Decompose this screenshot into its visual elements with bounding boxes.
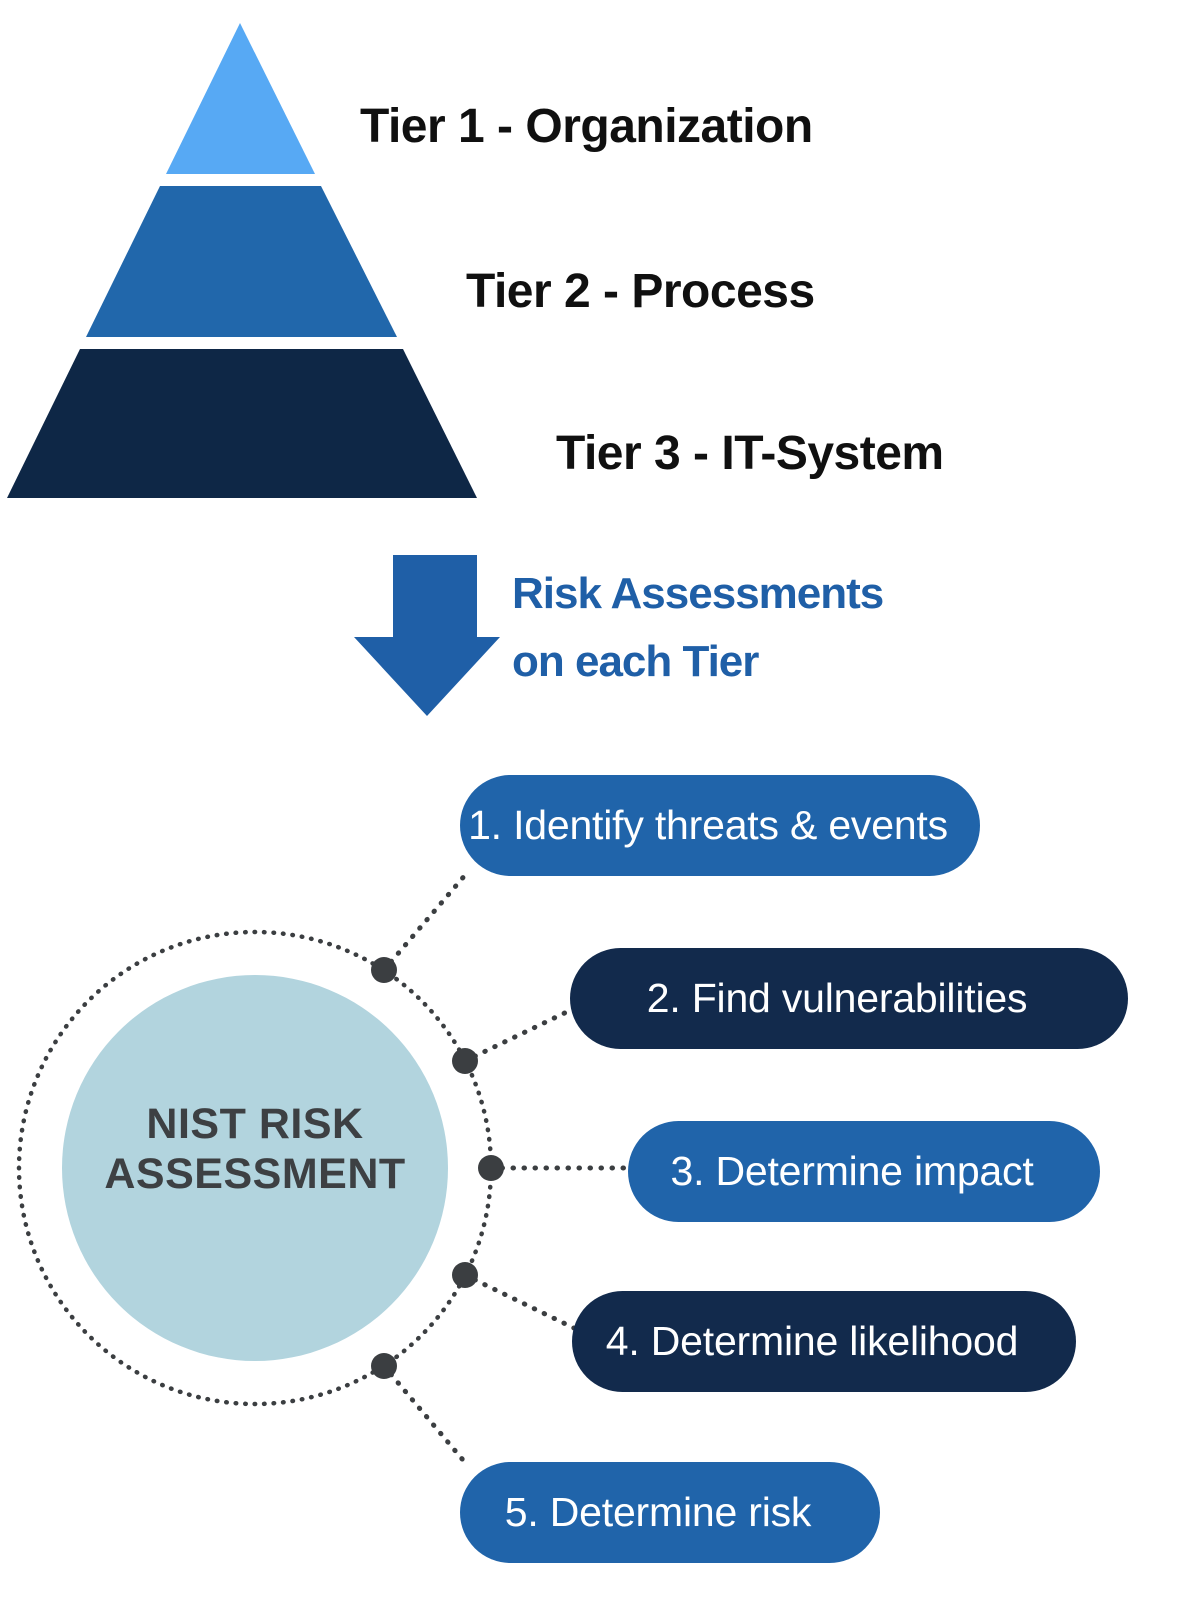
transition-heading: Risk Assessments on each Tier bbox=[512, 560, 982, 696]
pyramid-tier2-shape bbox=[86, 186, 397, 337]
step-pill-2: 2. Find vulnerabilities bbox=[570, 948, 1128, 1049]
tier1-label: Tier 1 - Organization bbox=[360, 100, 813, 153]
ring-anchor-dot-3 bbox=[478, 1155, 504, 1181]
ring-anchor-dot-2 bbox=[452, 1048, 478, 1074]
connector-line-1 bbox=[381, 871, 469, 973]
step-pill-1: 1. Identify threats & events bbox=[460, 775, 980, 876]
tier2-label: Tier 2 - Process bbox=[466, 265, 815, 318]
hub-title-line1: NIST RISK bbox=[146, 1100, 364, 1148]
ring-anchor-dot-1 bbox=[371, 957, 397, 983]
connector-line-5 bbox=[381, 1363, 471, 1469]
step-pill-5-label: 5. Determine risk bbox=[504, 1489, 812, 1535]
step-pill-1-label: 1. Identify threats & events bbox=[468, 802, 948, 848]
hub-title: NIST RISK ASSESSMENT bbox=[35, 1099, 475, 1199]
connector-line-4 bbox=[462, 1272, 581, 1333]
hub-title-line2: ASSESSMENT bbox=[104, 1150, 406, 1198]
hub-circle bbox=[62, 975, 448, 1361]
step-pill-5: 5. Determine risk bbox=[460, 1462, 880, 1563]
step-pill-4: 4. Determine likelihood bbox=[572, 1291, 1076, 1392]
tier3-label: Tier 3 - IT-System bbox=[556, 427, 944, 480]
ring-anchor-dot-4 bbox=[452, 1262, 478, 1288]
connector-line-2 bbox=[462, 1005, 578, 1064]
pyramid-tier3-shape bbox=[7, 349, 477, 498]
ring-anchor-dot-5 bbox=[371, 1353, 397, 1379]
step-pill-2-label: 2. Find vulnerabilities bbox=[646, 975, 1028, 1021]
step-pill-4-label: 4. Determine likelihood bbox=[605, 1318, 1019, 1364]
transition-heading-line2: on each Tier bbox=[512, 637, 759, 686]
down-arrow-icon bbox=[354, 555, 500, 716]
pyramid-tier1-shape bbox=[166, 23, 315, 174]
transition-heading-line1: Risk Assessments bbox=[512, 569, 884, 618]
step-pill-3-label: 3. Determine impact bbox=[670, 1148, 1034, 1194]
step-pill-3: 3. Determine impact bbox=[628, 1121, 1100, 1222]
